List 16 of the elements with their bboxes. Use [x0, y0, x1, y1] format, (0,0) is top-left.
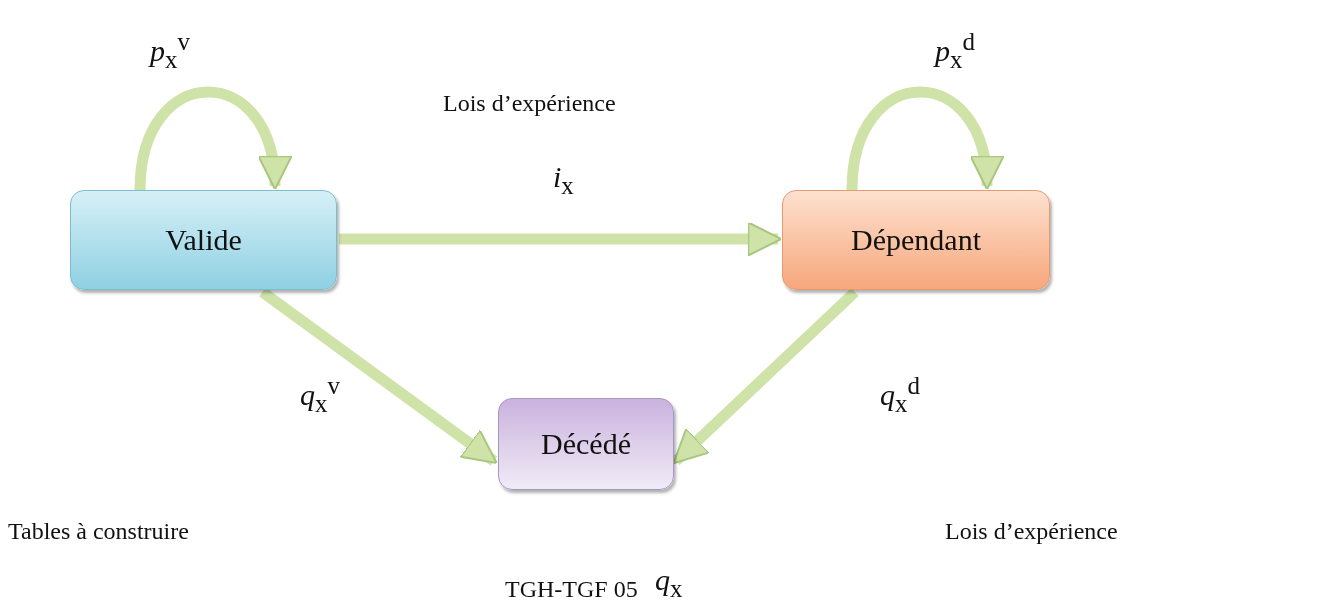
state-label: Valide: [165, 223, 242, 257]
arrow: [339, 221, 783, 257]
state-box: [70, 190, 337, 290]
note: Lois d’expérience: [945, 518, 1118, 545]
state-label: Décédé: [541, 427, 631, 461]
state-box: [782, 190, 1050, 290]
state-box: [498, 398, 674, 490]
math-symbol: q$_{x}$: [655, 563, 683, 603]
table-name: TGH-TGF 05: [505, 576, 638, 603]
edge-label: i$_{x}$: [553, 160, 574, 200]
arrow: [672, 288, 859, 465]
note: Tables à construire: [8, 518, 189, 545]
loop-arrow: [846, 86, 1002, 191]
loop-arrow: [134, 86, 290, 191]
state-label: Dépendant: [851, 223, 981, 257]
note: Lois d’expérience: [443, 90, 616, 117]
